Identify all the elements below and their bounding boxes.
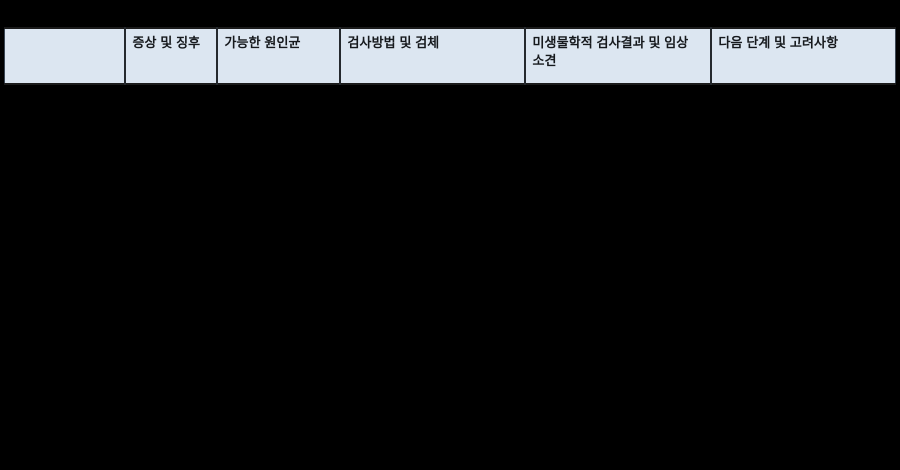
column-header-next-steps-and-considerations[interactable]: 다음 단계 및 고려사항	[710, 28, 896, 84]
diagnostic-reference-table: 증상 및 징후 가능한 원인균 검사방법 및 검체 미생물학적 검사결과 및 임…	[4, 27, 896, 85]
column-header-blank[interactable]	[4, 28, 126, 84]
table-header-row: 증상 및 징후 가능한 원인균 검사방법 및 검체 미생물학적 검사결과 및 임…	[4, 28, 896, 84]
column-header-microbiological-results-and-clinical-findings[interactable]: 미생물학적 검사결과 및 임상 소견	[524, 28, 712, 84]
column-header-symptoms-and-signs[interactable]: 증상 및 징후	[124, 28, 218, 84]
column-header-possible-pathogens[interactable]: 가능한 원인균	[216, 28, 341, 84]
column-header-possible-pathogens-label: 가능한 원인균	[224, 35, 301, 50]
column-header-test-method-and-specimen[interactable]: 검사방법 및 검체	[339, 28, 526, 84]
column-header-next-steps-and-considerations-label: 다음 단계 및 고려사항	[718, 35, 839, 50]
column-header-microbiological-results-and-clinical-findings-label: 미생물학적 검사결과 및 임상 소견	[532, 35, 689, 68]
column-header-test-method-and-specimen-label: 검사방법 및 검체	[347, 35, 440, 50]
table-header: 증상 및 징후 가능한 원인균 검사방법 및 검체 미생물학적 검사결과 및 임…	[4, 28, 896, 84]
column-header-symptoms-and-signs-label: 증상 및 징후	[132, 35, 201, 50]
